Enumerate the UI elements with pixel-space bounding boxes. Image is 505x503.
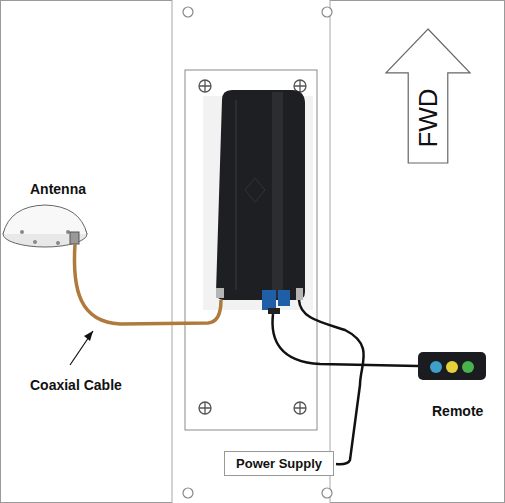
leader-arrowhead <box>84 331 93 341</box>
box-label: Power Supply <box>236 456 322 471</box>
power-supply-box: Power Supply <box>224 451 334 476</box>
leader-line <box>70 331 93 365</box>
part-label: Antenna <box>30 181 86 197</box>
direction-label: FWD <box>413 88 444 147</box>
part-label: Remote <box>432 403 483 419</box>
receiver-unit <box>216 90 305 314</box>
antenna-illustration <box>3 205 87 247</box>
mounting-panel <box>172 0 330 503</box>
coaxial-cable <box>74 244 221 324</box>
remote-cable <box>273 314 418 366</box>
direction-arrow: FWD <box>385 28 471 164</box>
part-label: Coaxial Cable <box>26 375 126 395</box>
power-cable <box>299 300 364 464</box>
remote-illustration <box>418 352 486 380</box>
mounting-plate <box>185 70 317 430</box>
panel-screws <box>183 7 332 498</box>
remote-label-patch <box>414 385 504 421</box>
